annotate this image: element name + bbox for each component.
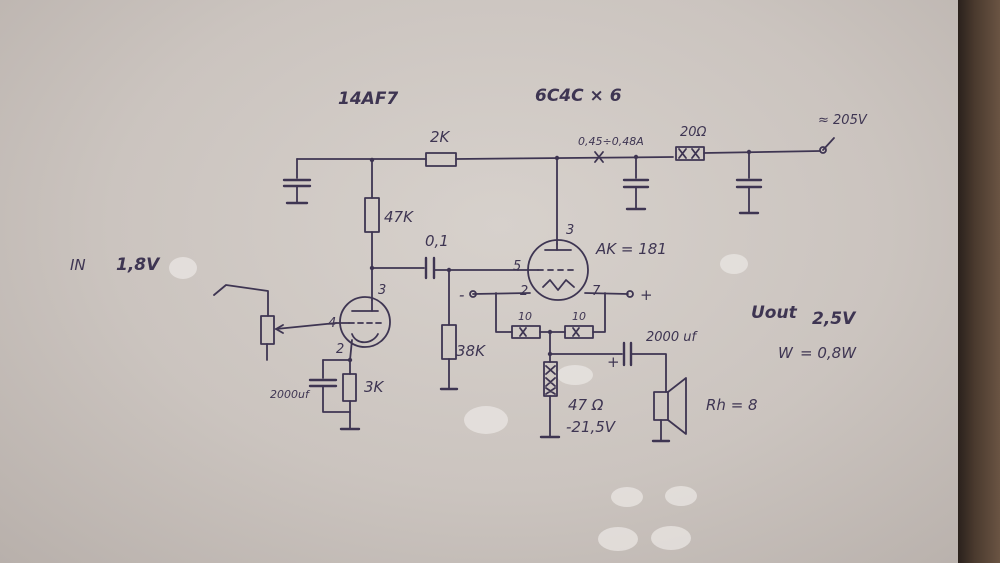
capacitor-0-1-label: 0,1: [425, 232, 449, 250]
output-anode-pin: 3: [566, 223, 574, 238]
smudge: [598, 527, 638, 551]
input-voltage-label: 1,8V: [116, 255, 161, 275]
driver-grid-pin: 4: [328, 316, 336, 331]
output-stage: [439, 157, 687, 443]
supply-voltage-label: ≈ 205V: [818, 113, 868, 128]
smudge: [720, 254, 748, 274]
resistor-3k-label: 3K: [364, 378, 385, 396]
resistor-10-left-label: 10: [518, 310, 532, 323]
output-heater-right-pin: 7: [592, 284, 601, 299]
driver-stage: [213, 159, 519, 431]
resistor-3k: [342, 373, 357, 402]
load-label: Rh = 8: [706, 396, 758, 414]
driver-tube-label: 14AF7: [338, 89, 398, 109]
resistor-47k: [364, 197, 380, 233]
power-value: = 0,8W: [800, 344, 857, 362]
output-heater-left-pin: 2: [520, 284, 528, 299]
input-label: IN: [70, 256, 86, 274]
resistor-2k-label: 2K: [430, 128, 451, 146]
capacitor-0-1: [424, 256, 436, 280]
smudge: [464, 406, 508, 434]
capacitor-plus-mark: +: [607, 353, 620, 371]
resistor-47k-label: 47K: [384, 208, 414, 226]
driver-cathode-pin: 2: [336, 342, 344, 357]
driver-tube: [339, 296, 391, 348]
resistor-10-right-label: 10: [572, 310, 586, 323]
smudge: [665, 486, 697, 506]
capacitor-2000uf-out: [622, 341, 633, 367]
minus-terminal: -: [459, 286, 464, 304]
smudge: [169, 257, 197, 279]
speaker: [653, 391, 669, 421]
driver-anode-pin: 3: [378, 283, 386, 298]
resistor-47-ohm-label: 47 Ω: [568, 396, 604, 414]
current-label: 0,45÷0,48A: [578, 135, 644, 148]
smudge: [651, 526, 691, 550]
output-tube-label: 6C4C × 6: [535, 86, 622, 106]
filter-capacitor-left: [282, 158, 312, 205]
filter-capacitor-right: [735, 151, 763, 215]
filter-capacitor-mid: [622, 156, 650, 211]
smudge: [611, 487, 643, 507]
smudge: [557, 365, 593, 385]
power-name: W: [778, 344, 794, 362]
plus-terminal: +: [640, 286, 653, 304]
capacitor-2000uf-out-label: 2000 uf: [646, 330, 698, 345]
resistor-38k-label: 38K: [456, 342, 486, 360]
bias-voltage-label: -21,5V: [566, 418, 617, 436]
output-grid-pin: 5: [513, 259, 521, 274]
ak-label: AK = 181: [595, 240, 667, 258]
input-potentiometer: [260, 315, 275, 345]
output-voltage-value: 2,5V: [812, 309, 857, 329]
table-edge: [958, 0, 1000, 563]
output-voltage-name: Uout: [751, 303, 798, 323]
resistor-2k: [425, 152, 457, 167]
supply-rail: [296, 137, 835, 167]
resistor-20-label: 20Ω: [680, 125, 707, 140]
capacitor-2000uf-label: 2000uf: [270, 388, 311, 401]
resistor-38k: [441, 324, 457, 360]
